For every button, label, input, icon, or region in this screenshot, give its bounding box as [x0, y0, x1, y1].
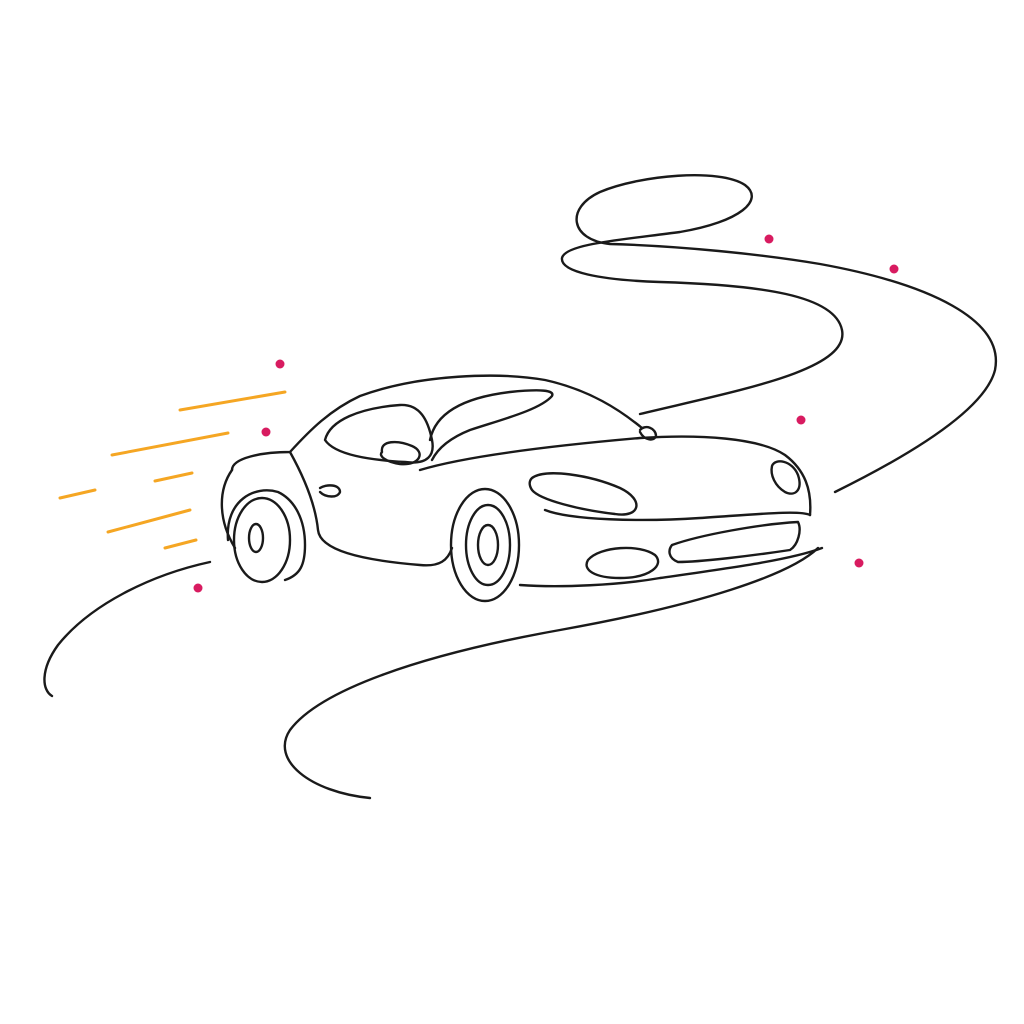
rear-wheel: [232, 496, 292, 584]
car-side-window: [323, 403, 434, 464]
front-wheel-rim: [464, 503, 512, 587]
sparkle-dot: [796, 415, 806, 425]
car-side-sill: [518, 546, 824, 588]
car-window-swirl: [379, 440, 421, 466]
car-headlight: [770, 460, 801, 495]
car-front-bumper: [543, 508, 812, 522]
speed-line: [58, 488, 97, 500]
sparkles: [193, 234, 899, 593]
sparkle-dot: [261, 427, 271, 437]
road-left-curve: [43, 560, 212, 698]
rear-wheel-hub: [247, 522, 265, 554]
car-rear-arch: [226, 489, 307, 582]
speed-line: [153, 471, 194, 483]
sparkle-dot: [889, 264, 899, 274]
speed-lines: [58, 390, 287, 550]
car-roof: [230, 374, 644, 472]
sparkle-dot: [193, 583, 203, 593]
speed-line: [110, 431, 230, 457]
car-windshield: [428, 389, 554, 462]
sparkle-dot: [275, 359, 285, 369]
car-fog-light: [585, 546, 660, 580]
car: [220, 374, 824, 588]
road-far: [560, 174, 998, 494]
car-mirror: [638, 425, 658, 441]
wheels: [232, 487, 521, 603]
speed-line: [178, 390, 287, 412]
speed-line: [106, 508, 192, 534]
sparkle-dot: [764, 234, 774, 244]
car-side-body: [220, 450, 454, 567]
front-wheel-hub: [476, 523, 500, 567]
front-wheel: [449, 487, 521, 603]
road-loop-top: [560, 174, 998, 494]
road-near-curve: [283, 546, 820, 800]
speed-line: [163, 538, 198, 550]
sparkle-dot: [854, 558, 864, 568]
car-grille: [668, 520, 801, 564]
car-fender-scoop: [528, 472, 638, 516]
car-door-swirl: [318, 484, 342, 498]
road-near: [43, 546, 820, 800]
car-hood: [418, 435, 812, 517]
